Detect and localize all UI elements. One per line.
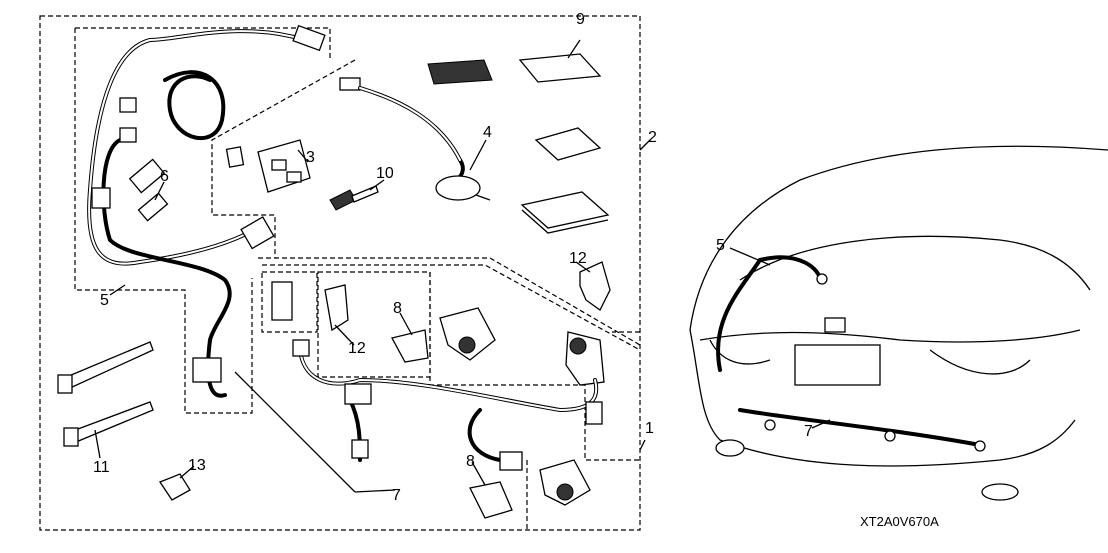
callout-13: 13 [188,457,206,474]
callout-9: 9 [576,11,585,28]
callout-7: 7 [392,487,401,504]
callout-12a: 12 [569,250,587,267]
clip-part-13 [159,473,191,501]
callout-5: 5 [100,292,109,309]
clip-part-6 [137,192,169,222]
diagram-code: XT2A0V670A [860,514,939,529]
car-callout-5: 5 [716,237,725,254]
callout-8b: 8 [466,453,475,470]
sensor-harness-part-7 [234,339,603,493]
callout-2: 2 [648,129,657,146]
leader-lines [94,139,651,486]
callout-4: 4 [483,124,492,141]
callout-6: 6 [160,168,169,185]
parking-sensors [439,307,605,506]
outline-harness-top [75,27,331,60]
callout-10: 10 [376,165,394,182]
bracket-part-12 [579,261,611,311]
car-callout-7: 7 [804,423,813,440]
callout-labels: 1 2 3 4 5 6 7 8 8 9 10 11 12 12 13 5 7 X… [93,11,939,529]
callout-8a: 8 [393,300,402,317]
cable-ties-part-11 [57,341,154,447]
rear-harness-part-5 [87,24,326,398]
callout-3: 3 [306,149,315,166]
buzzer-part-4 [339,77,491,201]
control-unit-part-3 [225,139,311,193]
group-outlines [39,15,641,531]
car-rear-illustration [689,145,1108,501]
callout-12b: 12 [348,340,366,357]
bracket-part-8 [469,481,513,519]
bolt-part-10 [329,185,379,211]
outline-kit [39,15,641,531]
callout-1: 1 [645,420,654,437]
callout-11: 11 [93,459,110,476]
small-clips [271,281,429,363]
accessory-items-part-9 [427,39,610,234]
